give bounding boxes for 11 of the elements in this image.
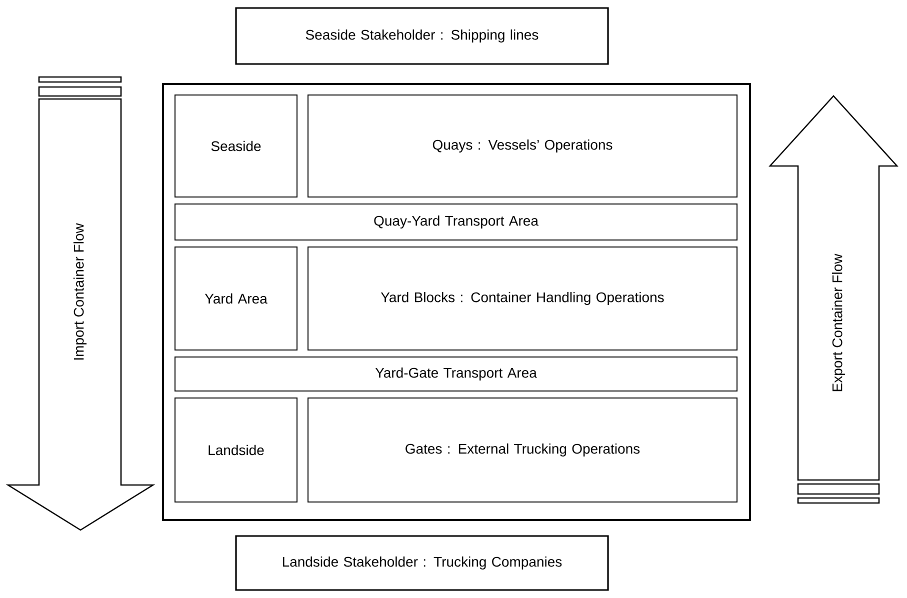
terminal-frame bbox=[162, 83, 751, 521]
transport-band: Quay-Yard Transport Area bbox=[174, 204, 738, 240]
transport-band: Yard-Gate Transport Area bbox=[174, 356, 738, 392]
area-box: Quays : Vessels’ Operations bbox=[308, 94, 738, 198]
stakeholder-box: Seaside Stakeholder : Shipping lines bbox=[235, 7, 609, 65]
area-box: Landside bbox=[174, 398, 298, 502]
area-box: Gates : External Trucking Operations bbox=[308, 398, 738, 502]
area-box: Yard Area bbox=[174, 246, 298, 350]
area-box: Seaside bbox=[174, 94, 298, 198]
area-box: Yard Blocks : Container Handling Operations bbox=[308, 246, 738, 350]
stakeholder-box: Landside Stakeholder : Trucking Companies bbox=[235, 535, 609, 591]
